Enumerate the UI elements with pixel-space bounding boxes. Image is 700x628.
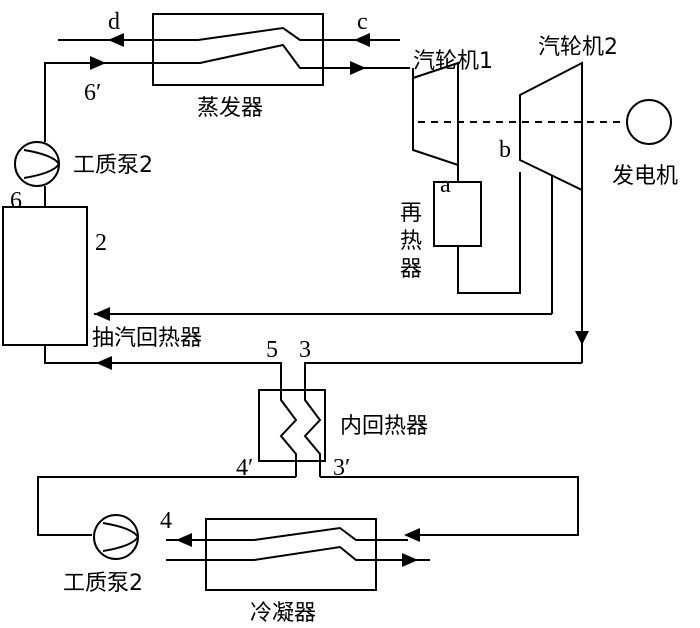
label-3prime: 3′ [333,455,350,481]
pump-2-bottom-circle [93,514,139,560]
reheater-to-turbine-2-line [457,172,521,294]
arrow-extraction [94,307,110,321]
arrow-4 [176,533,192,547]
pump-2-top-icon [23,149,61,179]
extraction-regenerator-box [2,206,88,346]
turbine-2 [94,61,583,345]
label-turbine-2: 汽轮机2 [538,35,618,60]
label-turbine-1: 汽轮机1 [413,49,493,74]
exhaust-to-internal-line [304,362,582,390]
internal-regenerator-line-3 [303,363,322,477]
label-a: a [440,172,451,198]
turbine-1 [412,61,459,182]
label-6: 6 [10,188,22,214]
turbine-1-body [412,61,459,167]
internal-regenerator-line-5 [279,363,298,477]
arrow-condenser-in [404,528,420,542]
reheater-box [433,181,482,247]
condenser-top-line [166,526,408,541]
arrow-6prime [90,56,106,70]
arrow-evaporator-out [350,61,366,75]
generator-circle [626,99,672,145]
turbine-2-body [519,61,583,192]
internal-regenerator [258,363,326,477]
arrow-exhaust [575,331,589,345]
label-reheater-3: 器 [400,257,422,282]
evaporator-outer-line [58,26,400,41]
arrow-regenerator-in [96,356,112,370]
label-pump-2-top: 工质泵2 [73,153,153,178]
pump-2-top [14,68,61,207]
label-3: 3 [299,337,311,363]
arrow-c [354,33,370,47]
label-internal-regenerator: 内回热器 [340,414,428,439]
arrow-condenser-out [402,553,418,567]
pump-2-bottom [93,514,140,560]
label-pump-2-bottom: 工质泵2 [63,571,143,596]
pump-2-top-circle [14,141,60,187]
label-evaporator: 蒸发器 [197,96,263,121]
label-d: d [108,9,120,35]
label-extraction-regenerator: 抽汽回热器 [92,326,202,351]
label-condenser: 冷凝器 [250,601,316,626]
condenser [166,518,430,591]
label-2: 2 [95,230,107,256]
pump-2-bottom-icon [102,522,140,552]
evaporator-box [152,13,324,86]
label-4: 4 [160,508,172,534]
label-generator: 发电机 [612,164,678,189]
evaporator [44,13,410,86]
label-reheater-2: 热 [400,229,422,254]
label-reheater-1: 再 [400,201,422,226]
label-4prime: 4′ [236,455,253,481]
label-6prime: 6′ [84,80,101,106]
internal-to-pump-bottom-line [37,476,296,536]
label-b: b [499,137,511,163]
internal-to-condenser-line [320,476,579,536]
arrow-d [108,33,124,47]
label-c: c [357,9,368,35]
evaporator-inner-line [44,43,410,69]
label-5: 5 [266,337,278,363]
condenser-bottom-line [166,545,430,561]
regenerator-to-internal-line [44,345,282,390]
